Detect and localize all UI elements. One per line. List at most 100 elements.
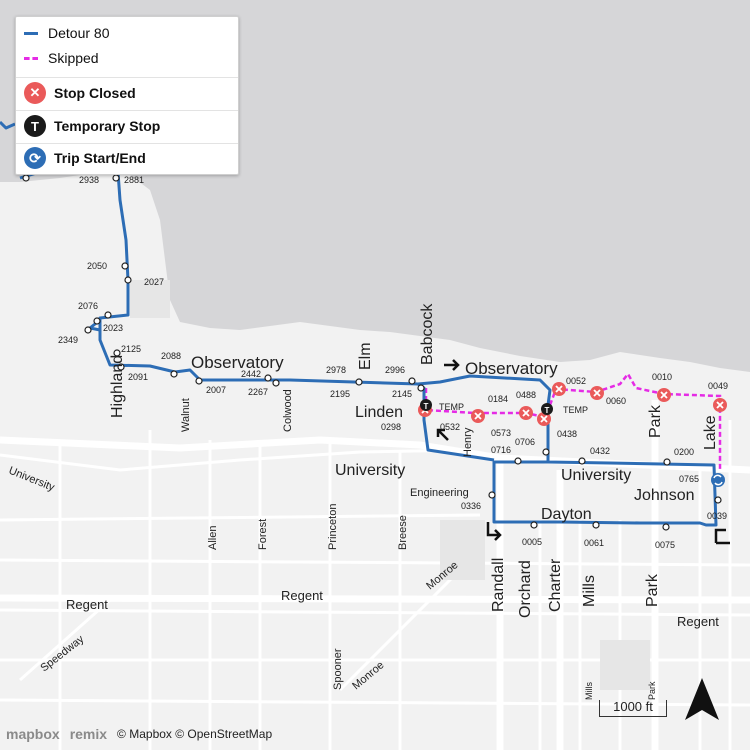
closed-stop-0532 (471, 409, 485, 423)
label-allen: Allen (207, 526, 219, 550)
stop-label: 0716 (491, 445, 511, 455)
mapbox-logo[interactable]: mapbox (6, 726, 60, 742)
label-henry: Henry (462, 427, 474, 457)
closed-stops (418, 382, 727, 426)
label-park-north: Park (647, 404, 664, 438)
stop-label: 2996 (385, 365, 405, 375)
stop-label: TEMP (439, 402, 464, 412)
legend-temporary-stop-label: Temporary Stop (54, 118, 161, 134)
legend-divider (16, 110, 238, 111)
temporary-stop-2: T (541, 403, 553, 415)
label-breese: Breese (397, 515, 409, 550)
arrow-east-observatory (444, 359, 460, 371)
stop-label: 2091 (128, 372, 148, 382)
label-forest: Forest (257, 519, 269, 550)
legend-trip-start-end-label: Trip Start/End (54, 150, 146, 166)
arrow-nw-linden (436, 428, 449, 441)
stop-label: 0010 (652, 372, 672, 382)
stop-label: 0765 (679, 474, 699, 484)
label-regent-west: Regent (66, 597, 108, 612)
stop-label: 0488 (516, 390, 536, 400)
remix-logo[interactable]: remix (69, 726, 108, 742)
label-university-east: University (561, 467, 631, 484)
stop-label: 0438 (557, 429, 577, 439)
stop-label: 2938 (79, 175, 99, 185)
stop-label: 2076 (78, 301, 98, 311)
stop-label: 2027 (144, 277, 164, 287)
arrow-randall (486, 522, 502, 541)
stop-label: 0573 (491, 428, 511, 438)
label-observatory-west: Observatory (191, 353, 284, 372)
stop-label: 0200 (674, 447, 694, 457)
label-walnut: Walnut (180, 398, 192, 432)
legend-skipped-label: Skipped (48, 50, 99, 66)
stop-label: 0005 (522, 537, 542, 547)
closed-stop-0010 (657, 388, 671, 402)
label-linden: Linden (355, 404, 403, 421)
stop-labels: 2938 2881 2050 2027 2076 2023 2349 2125 … (58, 175, 728, 550)
label-mills: Mills (581, 575, 598, 607)
skipped-line-swatch (24, 56, 38, 60)
label-lake: Lake (702, 415, 719, 450)
label-park-south: Park (644, 573, 661, 607)
svg-text:T: T (424, 402, 429, 411)
stop-label: 0075 (655, 540, 675, 550)
closed-stop-0488 (519, 406, 533, 420)
label-mills-small: Mills (584, 682, 594, 700)
stop-label: 2023 (103, 323, 123, 333)
stop-label: 0061 (584, 538, 604, 548)
label-charter: Charter (547, 558, 564, 612)
label-speedway: Speedway (38, 633, 86, 674)
trip-start-end-marker (711, 473, 725, 487)
legend-divider (16, 77, 238, 78)
legend-item-detour: Detour 80 (24, 25, 109, 41)
legend-item-trip-start-end: ⟳ Trip Start/End (24, 147, 146, 169)
label-spooner: Spooner (332, 648, 344, 690)
stop-label: 0706 (515, 437, 535, 447)
closed-stop-0049 (713, 398, 727, 412)
stop-label: 0039 (707, 511, 727, 521)
campus-blocks (130, 280, 650, 690)
legend-item-skipped: Skipped (24, 50, 99, 66)
label-university-center: University (335, 462, 405, 479)
stop-label: 0532 (440, 422, 460, 432)
label-babcock: Babcock (419, 303, 436, 365)
label-highland: Highland (109, 355, 126, 418)
temporary-stop-1: T (420, 399, 432, 411)
label-regent-east: Regent (677, 614, 719, 629)
stop-label: 2195 (330, 389, 350, 399)
label-johnson: Johnson (634, 487, 695, 504)
stop-label: 0052 (566, 376, 586, 386)
closed-stop-0060 (590, 386, 604, 400)
legend-item-stop-closed: ✕ Stop Closed (24, 82, 136, 104)
copyright-credits[interactable]: © Mapbox © OpenStreetMap (117, 727, 273, 741)
stop-label: 2007 (206, 385, 226, 395)
stop-label: 2267 (248, 387, 268, 397)
stop-label: 2145 (392, 389, 412, 399)
stop-label: 2050 (87, 261, 107, 271)
north-arrow-icon (685, 678, 719, 720)
temporary-stop-icon: T (24, 115, 46, 137)
arrow-lake (714, 528, 730, 545)
stop-label: 0336 (461, 501, 481, 511)
label-engineering: Engineering (410, 487, 469, 499)
stop-label: TEMP (563, 405, 588, 415)
refresh-cycle-icon: ⟳ (24, 147, 46, 169)
stop-label: 2349 (58, 335, 78, 345)
label-randall: Randall (490, 558, 507, 612)
stop-label: 0298 (381, 422, 401, 432)
legend-divider (16, 143, 238, 144)
scale-label: 1000 ft (613, 699, 653, 714)
map-legend: Detour 80 Skipped ✕ Stop Closed T Tempor… (15, 16, 239, 175)
regular-stops (22, 174, 722, 531)
direction-arrows (436, 359, 730, 545)
close-x-icon: ✕ (24, 82, 46, 104)
map-attribution: mapbox remix © Mapbox © OpenStreetMap (6, 726, 272, 742)
major-roads (0, 400, 750, 750)
scale-bar: 1000 ft (599, 700, 667, 717)
svg-text:T: T (545, 406, 550, 415)
stop-label: 2125 (121, 344, 141, 354)
label-regent-center: Regent (281, 588, 323, 603)
legend-item-temporary-stop: T Temporary Stop (24, 115, 160, 137)
closed-stop-0706 (537, 412, 551, 426)
